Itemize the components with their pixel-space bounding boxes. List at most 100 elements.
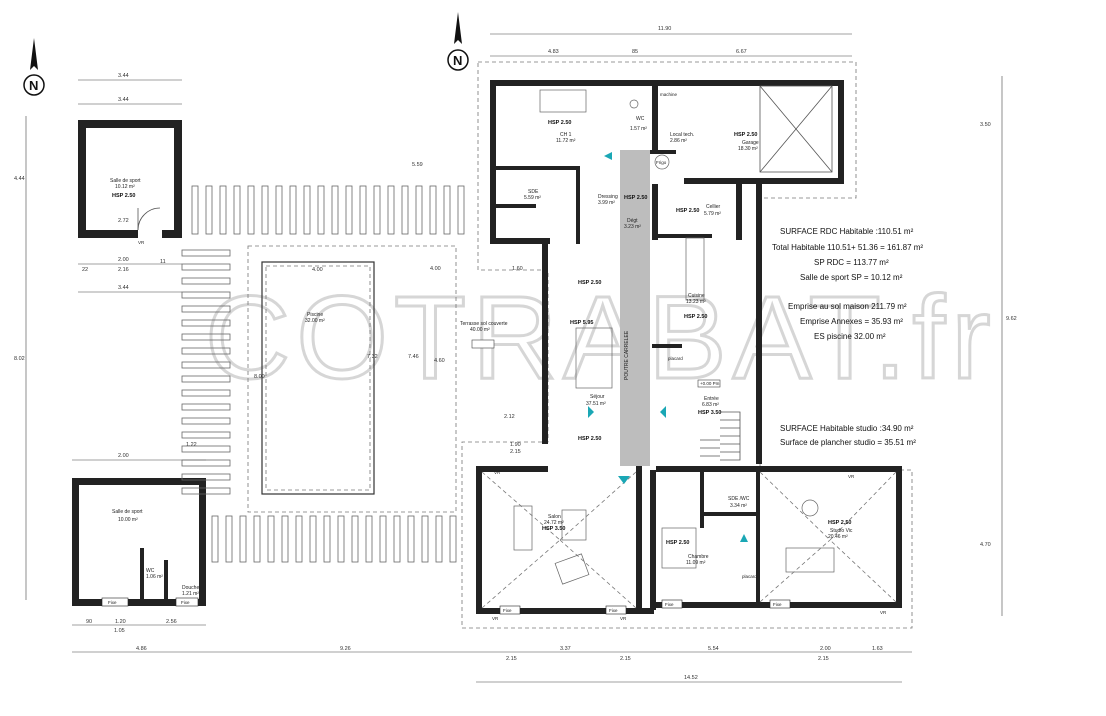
svg-text:11.90: 11.90 [658, 26, 671, 32]
svg-text:HSP 2.50: HSP 2.50 [676, 208, 699, 214]
svg-text:2.00: 2.00 [118, 257, 129, 263]
svg-text:18.30 m²: 18.30 m² [738, 146, 758, 152]
svg-text:1.90: 1.90 [510, 442, 521, 448]
svg-text:Fixe: Fixe [503, 608, 512, 613]
svg-text:placard: placard [742, 574, 757, 579]
summary-line: Emprise au sol maison 211.79 m² [788, 302, 907, 311]
svg-text:2.00: 2.00 [820, 646, 831, 652]
svg-text:4.00: 4.00 [312, 267, 323, 273]
svg-text:VR: VR [848, 474, 855, 479]
svg-text:Douche: Douche [182, 585, 199, 591]
svg-text:SDE /WC: SDE /WC [728, 496, 750, 502]
svg-text:HSP 2.50: HSP 2.50 [578, 280, 601, 286]
svg-text:1.20: 1.20 [115, 619, 126, 625]
roof-hips [481, 471, 897, 609]
svg-text:3.44: 3.44 [118, 73, 129, 79]
window-tags: VR VR VR VR VR VR Fixe Fixe Fixe Fixe [138, 240, 887, 621]
svg-text:VR: VR [492, 616, 499, 621]
furniture [513, 89, 835, 585]
svg-text:1.60: 1.60 [512, 266, 523, 272]
svg-text:HSP 2.50: HSP 2.50 [624, 195, 647, 201]
room-hsp: HSP 2.50 [112, 193, 135, 199]
summary-line: Total Habitable 110.51+ 51.36 = 161.87 m… [772, 243, 923, 252]
svg-text:11.72 m²: 11.72 m² [556, 138, 576, 144]
svg-text:4.60: 4.60 [434, 358, 445, 364]
pool: Piscine 32.00 m² 4.00 8.00 7.32 4.00 7.4… [254, 261, 441, 495]
svg-text:Fixe: Fixe [108, 600, 117, 605]
svg-text:14.52: 14.52 [684, 675, 698, 681]
svg-text:+0.00 Pm: +0.00 Pm [700, 381, 720, 386]
svg-text:11.09 m²: 11.09 m² [686, 560, 706, 566]
summary-line: ES piscine 32.00 m² [814, 332, 886, 341]
svg-text:5.54: 5.54 [708, 646, 719, 652]
svg-text:13.23 m²: 13.23 m² [686, 299, 706, 305]
surface-summary: SURFACE RDC Habitable :110.51 m² Total H… [772, 227, 923, 447]
svg-text:Local tech.: Local tech. [670, 132, 694, 138]
svg-text:Dégt: Dégt [627, 218, 638, 224]
svg-text:9.62: 9.62 [1006, 316, 1017, 322]
svg-text:HSP 2.50: HSP 2.50 [666, 540, 689, 546]
svg-text:2.72: 2.72 [118, 218, 129, 224]
svg-text:3.37: 3.37 [560, 646, 571, 652]
svg-text:Fixe: Fixe [609, 608, 618, 613]
svg-text:2.16: 2.16 [118, 267, 129, 273]
svg-text:Séjour: Séjour [590, 394, 605, 400]
svg-text:10.00 m²: 10.00 m² [118, 517, 138, 523]
svg-text:3.44: 3.44 [118, 285, 129, 291]
svg-text:WC: WC [636, 116, 645, 122]
svg-text:2.15: 2.15 [620, 656, 631, 662]
svg-text:6.67: 6.67 [736, 49, 747, 55]
svg-text:HSP 2.50: HSP 2.50 [684, 314, 707, 320]
svg-text:1.21 m²: 1.21 m² [182, 591, 199, 597]
svg-text:3.23 m²: 3.23 m² [624, 224, 641, 230]
poutre-beam: POUTRE CARRELEE HSP 2.50 Dégt 3.23 m² [620, 150, 650, 466]
stairs [700, 411, 741, 461]
summary-line: Salle de sport SP = 10.12 m² [800, 273, 903, 282]
svg-text:HSP 2.50: HSP 2.50 [548, 120, 571, 126]
svg-text:machine: machine [660, 92, 678, 97]
svg-text:Dressing: Dressing [598, 194, 618, 200]
svg-text:22: 22 [82, 267, 88, 273]
svg-text:1.57 m²: 1.57 m² [630, 126, 647, 132]
watermark: COTRABAT.fr [205, 272, 997, 404]
svg-text:Cellier: Cellier [706, 204, 721, 210]
svg-text:24.72 m²: 24.72 m² [544, 520, 564, 526]
svg-text:Salon: Salon [548, 514, 561, 520]
svg-text:HSP 2.50: HSP 2.50 [578, 436, 601, 442]
svg-text:5.59: 5.59 [412, 162, 423, 168]
room-labels: HSP 2.50 CH 1 11.72 m² SDE 5.59 m² Dress… [524, 92, 853, 579]
svg-text:3.99 m²: 3.99 m² [598, 200, 615, 206]
svg-text:4.00: 4.00 [430, 266, 441, 272]
svg-text:4.70: 4.70 [980, 542, 991, 548]
svg-text:1.22: 1.22 [186, 442, 197, 448]
svg-text:4.83: 4.83 [548, 49, 559, 55]
svg-text:11: 11 [160, 259, 166, 265]
deck-strips-left [181, 249, 231, 495]
svg-text:2.15: 2.15 [510, 449, 521, 455]
svg-text:Fixe: Fixe [181, 600, 190, 605]
svg-text:37.51 m²: 37.51 m² [586, 401, 606, 407]
svg-text:Terrasse sol couverte: Terrasse sol couverte [460, 321, 508, 327]
main-house-walls [461, 61, 913, 629]
svg-text:Garage: Garage [742, 140, 759, 146]
svg-text:Studio Vic: Studio Vic [830, 528, 853, 534]
svg-text:40.00 m²: 40.00 m² [470, 327, 490, 333]
svg-text:Salle de sport: Salle de sport [112, 509, 143, 515]
svg-text:VR: VR [494, 470, 501, 475]
svg-text:2.86 m²: 2.86 m² [670, 138, 687, 144]
deck-strips-bottom [211, 515, 457, 563]
svg-text:2.15: 2.15 [506, 656, 517, 662]
svg-text:HSP 2.50: HSP 2.50 [828, 520, 851, 526]
main-dimensions: 11.90 4.83 85 6.67 4.86 9.26 3.37 5.54 2… [72, 26, 1017, 683]
svg-text:5.79 m²: 5.79 m² [704, 211, 721, 217]
svg-text:WC: WC [146, 568, 155, 574]
svg-text:Entrée: Entrée [704, 396, 719, 402]
svg-text:HSP 5.95: HSP 5.95 [570, 320, 593, 326]
svg-text:1.06 m²: 1.06 m² [146, 574, 163, 580]
summary-line: Emprise Annexes = 35.93 m² [800, 317, 903, 326]
svg-text:POUTRE CARRELEE: POUTRE CARRELEE [624, 330, 630, 380]
svg-text:5.59 m²: 5.59 m² [524, 195, 541, 201]
svg-text:N: N [453, 53, 462, 68]
svg-text:2.12: 2.12 [504, 414, 515, 420]
